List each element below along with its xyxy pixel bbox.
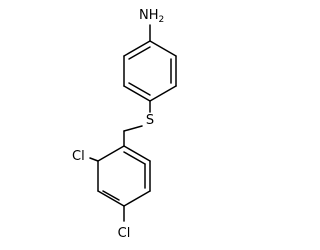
dichlorophenyl-ring — [89, 145, 151, 222]
hydrogen-atom: H — [149, 8, 159, 23]
double-bond — [123, 151, 146, 165]
chemical-structure: NH2 S Cl Cl — [72, 8, 177, 241]
double-bond — [128, 82, 151, 96]
thioether-linker — [123, 100, 151, 147]
bond — [123, 125, 143, 132]
double-bond — [128, 46, 151, 60]
sulfur-atom: S — [146, 113, 154, 128]
bond — [123, 190, 151, 207]
bond — [149, 40, 177, 57]
bond — [123, 85, 151, 102]
chlorine-atom-2: Cl — [72, 149, 85, 164]
bond — [97, 145, 125, 162]
nitrogen-atom: N — [139, 8, 149, 23]
bond — [123, 40, 151, 57]
bond — [149, 85, 177, 102]
hydrogen-count: 2 — [159, 15, 165, 25]
amine-label: NH2 — [139, 8, 164, 25]
bond — [123, 145, 151, 162]
aminophenyl-ring — [123, 24, 177, 102]
chlorine-atom-4: Cl — [118, 226, 131, 241]
bond — [97, 190, 125, 207]
double-bond — [102, 190, 120, 201]
bond — [89, 157, 99, 162]
